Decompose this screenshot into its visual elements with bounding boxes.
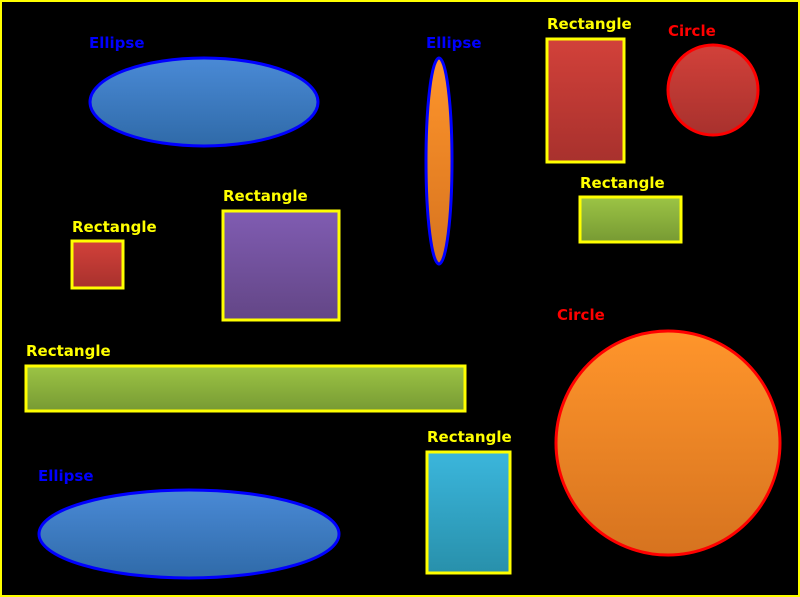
rectangle-3-shape [221, 209, 341, 322]
ellipse-2-shape [424, 56, 454, 266]
ellipse-3-shape [37, 488, 341, 580]
rectangle-4-label: Rectangle [72, 218, 157, 236]
circle-1-shape [666, 43, 760, 137]
ellipse-1-label: Ellipse [89, 34, 145, 52]
ellipse-1-shape [88, 56, 320, 148]
circle-1-label: Circle [668, 22, 716, 40]
ellipse-2-label: Ellipse [426, 34, 482, 52]
ellipse-3-label: Ellipse [38, 467, 94, 485]
rectangle-2-shape [578, 195, 683, 244]
rectangle-5-label: Rectangle [26, 342, 111, 360]
rectangle-1-shape [545, 37, 626, 164]
rectangle-3-label: Rectangle [223, 187, 308, 205]
rectangle-6-shape [425, 450, 512, 575]
rectangle-4-shape [70, 239, 125, 290]
circle-2-shape [554, 329, 782, 557]
rectangle-5-shape [24, 364, 467, 413]
rectangle-1-label: Rectangle [547, 15, 632, 33]
rectangle-6-label: Rectangle [427, 428, 512, 446]
rectangle-2-label: Rectangle [580, 174, 665, 192]
circle-2-label: Circle [557, 306, 605, 324]
